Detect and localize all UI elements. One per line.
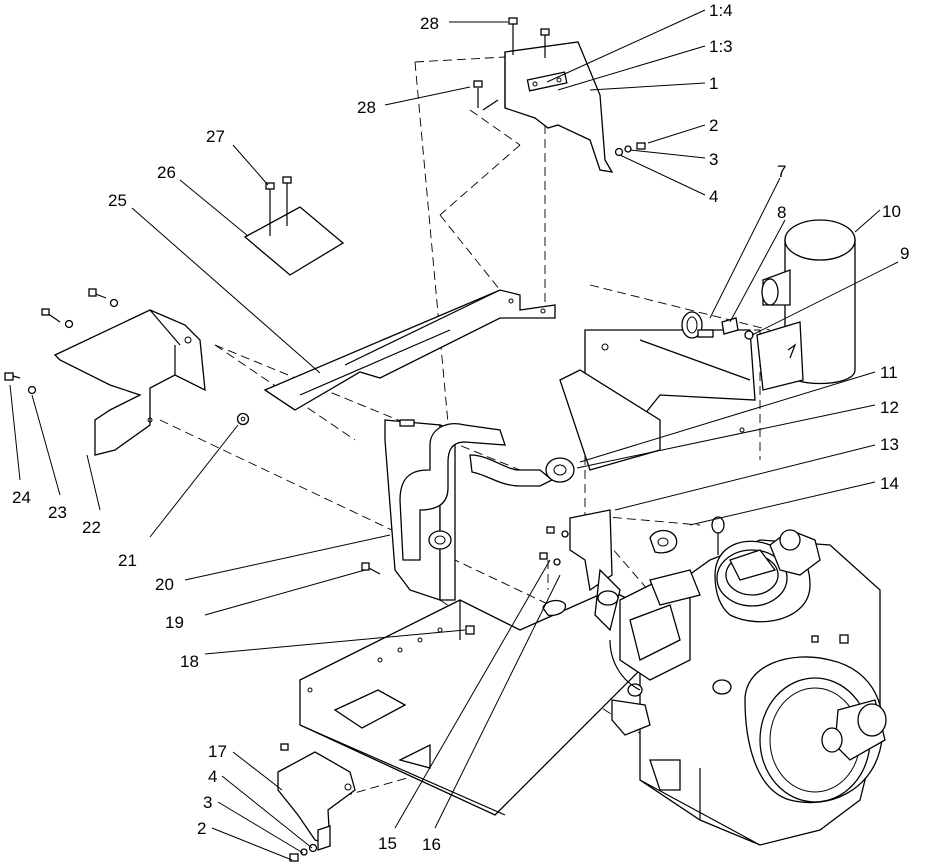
callout-14: 14 — [880, 474, 899, 493]
exhaust-pipe — [384, 419, 575, 601]
callout-1-4: 1:4 — [709, 1, 733, 20]
callout-labels: 28 1:4 1:3 1 2 3 4 28 27 26 25 7 8 10 9 … — [12, 1, 909, 854]
callout-22: 22 — [82, 518, 101, 537]
callout-23: 23 — [48, 503, 67, 522]
callout-2-top: 2 — [709, 116, 718, 135]
callout-20: 20 — [155, 575, 174, 594]
callout-18: 18 — [180, 652, 199, 671]
callout-17: 17 — [208, 742, 227, 761]
callout-2-bottom: 2 — [197, 819, 206, 838]
callout-3-bottom: 3 — [203, 793, 212, 812]
side-shield — [4, 288, 250, 456]
callout-12: 12 — [880, 398, 899, 417]
callout-13: 13 — [880, 435, 899, 454]
mounting-bracket — [361, 509, 725, 635]
engine — [594, 529, 887, 846]
callout-21: 21 — [118, 551, 137, 570]
lower-bracket — [277, 743, 356, 862]
callout-19: 19 — [165, 613, 184, 632]
callout-7: 7 — [777, 162, 786, 181]
callout-16: 16 — [422, 835, 441, 854]
callout-1: 1 — [709, 74, 718, 93]
callout-4-top: 4 — [709, 187, 718, 206]
callout-26: 26 — [157, 163, 176, 182]
callout-8: 8 — [777, 203, 786, 222]
exhaust-frame — [559, 329, 756, 471]
callout-11: 11 — [880, 363, 898, 382]
callout-28-top: 28 — [420, 14, 439, 33]
callout-3-top: 3 — [709, 150, 718, 169]
callout-10: 10 — [882, 202, 901, 221]
callout-27: 27 — [206, 127, 225, 146]
cover-plate — [243, 176, 345, 276]
callout-15: 15 — [378, 834, 397, 853]
cross-member — [263, 289, 556, 411]
callout-4-bottom: 4 — [208, 767, 217, 786]
callout-28-left: 28 — [357, 98, 376, 117]
callout-25: 25 — [108, 191, 127, 210]
muffler — [681, 219, 856, 391]
callout-1-3: 1:3 — [709, 37, 733, 56]
callout-9: 9 — [900, 244, 909, 263]
leader-lines — [9, 9, 899, 861]
upper-bracket — [473, 17, 646, 173]
callout-24: 24 — [12, 488, 31, 507]
